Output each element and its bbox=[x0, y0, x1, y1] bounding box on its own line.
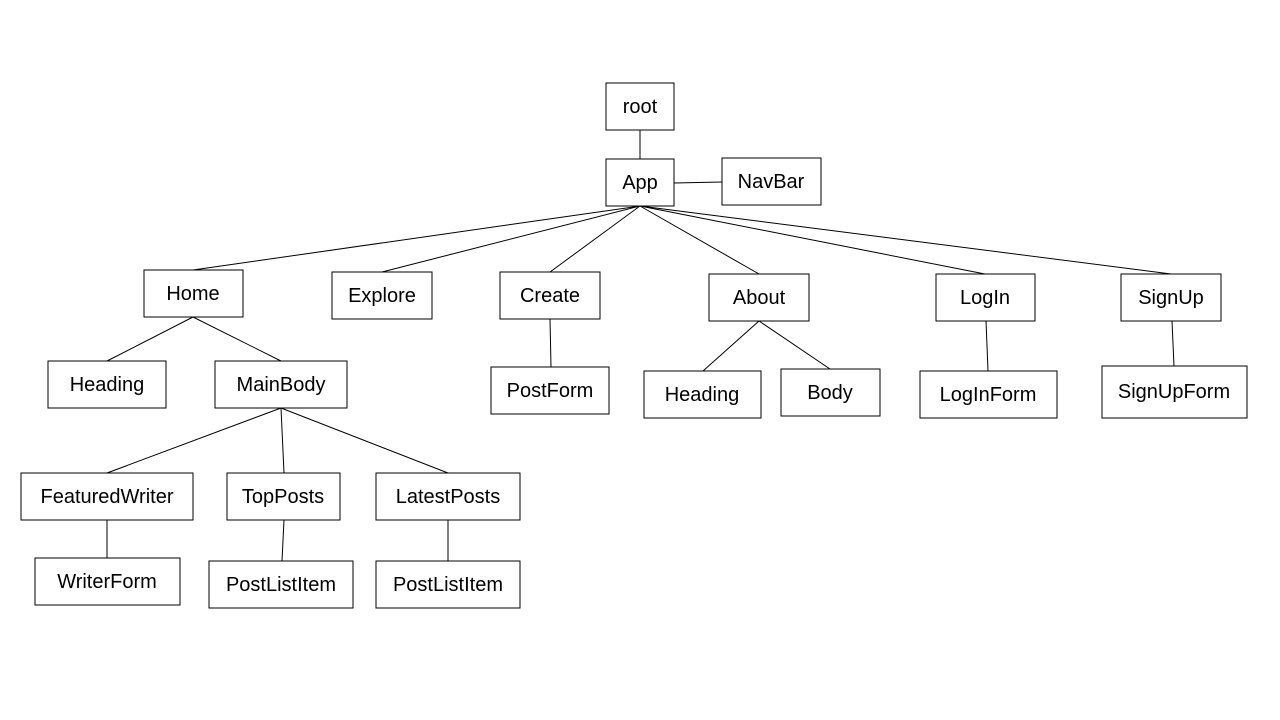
edge-mainbody-latestposts bbox=[280, 407, 449, 474]
edge-home-mainbody bbox=[192, 316, 282, 362]
edge-mainbody-topposts bbox=[280, 407, 285, 474]
node-label-latestposts: LatestPosts bbox=[396, 486, 501, 508]
node-latestposts-postlistitem: PostListItem bbox=[375, 560, 521, 609]
node-signup: SignUp bbox=[1120, 273, 1222, 322]
edge-create-postform bbox=[549, 318, 552, 368]
node-label-home: Home bbox=[166, 283, 219, 305]
edge-mainbody-featuredwriter bbox=[106, 407, 282, 474]
component-nodes: root App NavBar Home Explore Create Abou… bbox=[20, 82, 1248, 609]
node-navbar: NavBar bbox=[721, 157, 822, 206]
edge-about-heading bbox=[702, 320, 760, 372]
edge-home-heading bbox=[106, 316, 194, 362]
node-home: Home bbox=[143, 269, 244, 318]
connector-lines bbox=[106, 130, 1175, 562]
node-create: Create bbox=[499, 271, 601, 320]
node-topposts-postlistitem: PostListItem bbox=[208, 560, 354, 609]
node-label-mainbody: MainBody bbox=[237, 374, 326, 396]
node-latestposts: LatestPosts bbox=[375, 472, 521, 521]
node-featuredwriter: FeaturedWriter bbox=[20, 472, 194, 521]
node-label-signupform: SignUpForm bbox=[1118, 381, 1230, 403]
node-home-heading: Heading bbox=[47, 360, 167, 409]
node-label-latestposts-postlistitem: PostListItem bbox=[393, 574, 503, 596]
node-label-navbar: NavBar bbox=[738, 171, 805, 193]
node-about-heading: Heading bbox=[643, 370, 762, 419]
node-topposts: TopPosts bbox=[226, 472, 341, 521]
node-label-about-heading: Heading bbox=[665, 384, 740, 406]
edge-app-login bbox=[639, 205, 986, 275]
node-about-body: Body bbox=[780, 368, 881, 417]
node-label-topposts-postlistitem: PostListItem bbox=[226, 574, 336, 596]
edge-app-home bbox=[192, 205, 641, 271]
node-label-featuredwriter: FeaturedWriter bbox=[40, 486, 173, 508]
edge-app-create bbox=[549, 205, 641, 273]
node-label-topposts: TopPosts bbox=[242, 486, 324, 508]
node-label-about: About bbox=[733, 287, 786, 309]
node-label-about-body: Body bbox=[807, 382, 853, 404]
edge-app-about bbox=[639, 205, 760, 275]
node-label-root: root bbox=[623, 96, 658, 118]
node-loginform: LogInForm bbox=[919, 370, 1058, 419]
edge-topposts-postlistitem bbox=[281, 519, 285, 562]
node-login: LogIn bbox=[935, 273, 1036, 322]
edge-app-navbar bbox=[673, 181, 723, 184]
node-label-postform: PostForm bbox=[507, 380, 594, 402]
node-label-app: App bbox=[622, 172, 658, 194]
node-writerform: WriterForm bbox=[34, 557, 181, 606]
node-mainbody: MainBody bbox=[214, 360, 348, 409]
node-postform: PostForm bbox=[490, 366, 610, 415]
edge-signup-signupform bbox=[1171, 320, 1175, 367]
edge-about-body bbox=[758, 320, 831, 370]
node-explore: Explore bbox=[331, 271, 433, 320]
node-label-signup: SignUp bbox=[1138, 287, 1204, 309]
node-label-loginform: LogInForm bbox=[940, 384, 1037, 406]
node-signupform: SignUpForm bbox=[1101, 365, 1248, 419]
node-label-explore: Explore bbox=[348, 285, 416, 307]
node-label-login: LogIn bbox=[960, 287, 1010, 309]
edge-app-signup bbox=[639, 205, 1172, 275]
node-label-writerform: WriterForm bbox=[57, 571, 157, 593]
node-about: About bbox=[708, 273, 810, 322]
edge-app-explore bbox=[381, 205, 641, 273]
edge-login-loginform bbox=[985, 320, 989, 372]
node-app: App bbox=[605, 158, 675, 207]
node-label-home-heading: Heading bbox=[70, 374, 145, 396]
node-label-create: Create bbox=[520, 285, 580, 307]
node-root: root bbox=[605, 82, 675, 131]
